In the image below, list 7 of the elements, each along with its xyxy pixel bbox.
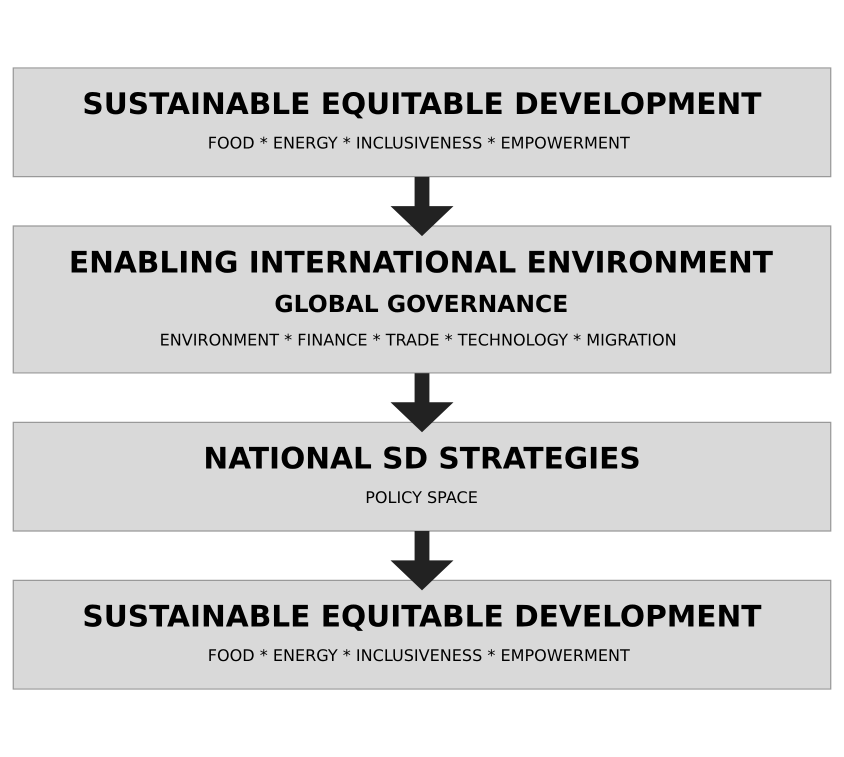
arrow <box>390 531 454 590</box>
arrow <box>390 176 454 236</box>
node-box: SUSTAINABLE EQUITABLE DEVELOPMENT FOOD * ENERGY * INCLUSIVENESS * EMPOWERMENT <box>12 67 832 178</box>
arrow <box>390 373 454 432</box>
node-box: ENABLING INTERNATIONAL ENVIRONMENT GLOBAL GOVERNANCE ENVIRONMENT * FINANCE * TRADE * TECHNOLOGY * MIGRATION <box>12 225 832 374</box>
node-box: SUSTAINABLE EQUITABLE DEVELOPMENT FOOD * ENERGY * INCLUSIVENESS * EMPOWERMENT <box>12 580 832 690</box>
node-box: NATIONAL SD STRATEGIES POLICY SPACE <box>12 422 832 532</box>
